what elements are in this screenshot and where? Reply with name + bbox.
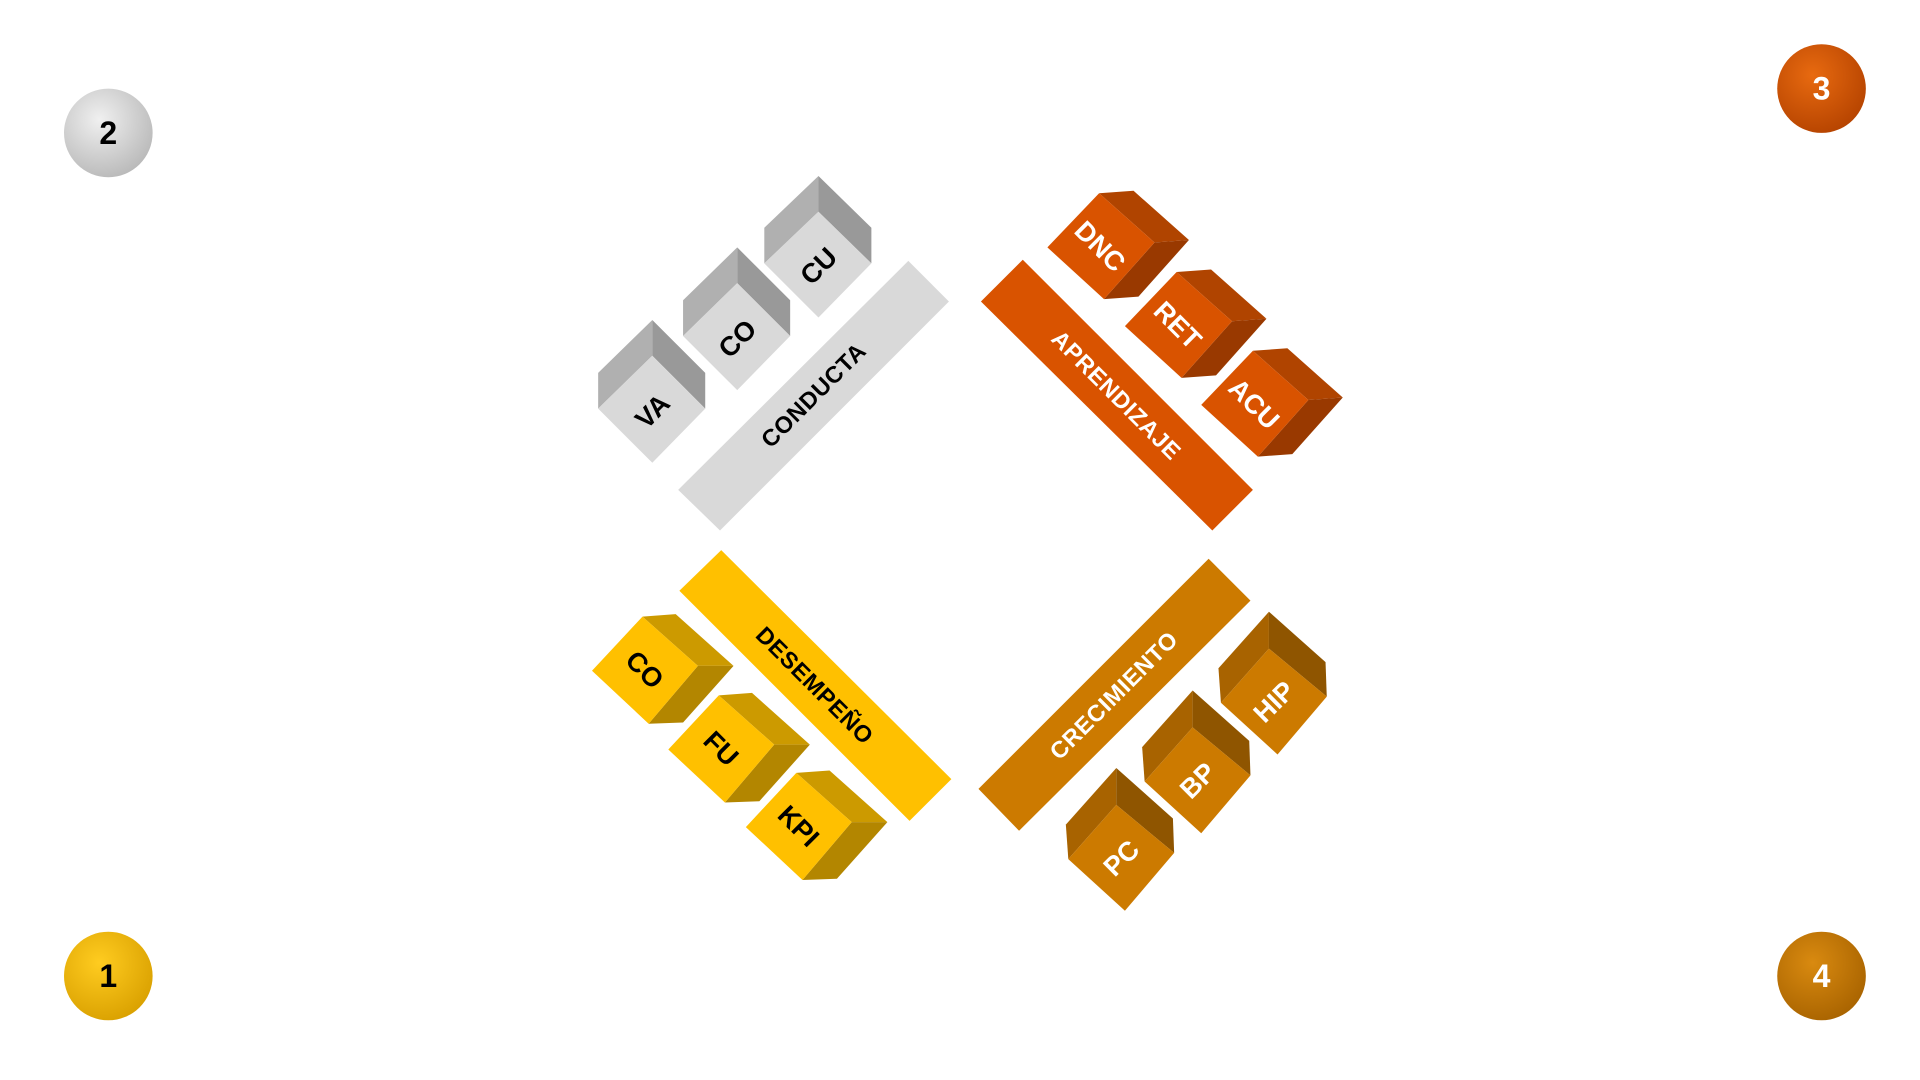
category-bar bbox=[980, 259, 1253, 531]
cube-cu: CU bbox=[764, 176, 872, 318]
cube-hip: HIP bbox=[1218, 611, 1327, 755]
cube-pc: PC bbox=[1065, 768, 1175, 911]
cube-bp: BP bbox=[1142, 690, 1251, 834]
badge-2: 2 bbox=[64, 88, 153, 178]
cube-co: CO bbox=[683, 247, 791, 391]
badge-number: 1 bbox=[99, 958, 117, 994]
cube-kpi: KPI bbox=[745, 770, 888, 880]
badge-3: 3 bbox=[1777, 44, 1866, 133]
badge-1: 1 bbox=[64, 931, 153, 1021]
category-bar bbox=[678, 260, 949, 531]
cube-va: VA bbox=[598, 320, 706, 463]
badge-4: 4 bbox=[1777, 931, 1866, 1021]
badge-number: 2 bbox=[99, 115, 117, 151]
cube-dnc: DNC bbox=[1047, 190, 1189, 300]
category-bar bbox=[978, 558, 1251, 831]
category-bar bbox=[679, 550, 952, 821]
quadrant-desempeno: DESEMPEÑO CO FU KPI bbox=[592, 550, 952, 880]
badge-number: 3 bbox=[1813, 71, 1831, 107]
quadrant-aprendizaje: APRENDIZAJE DNC RET ACU bbox=[980, 190, 1343, 531]
cube-fu: FU bbox=[668, 692, 810, 803]
cube-acu: ACU bbox=[1201, 348, 1343, 457]
cube-ret: RET bbox=[1124, 269, 1267, 378]
quadrant-conducta: CONDUCTA VA CO CU bbox=[598, 176, 949, 531]
quadrant-crecimiento: CRECIMIENTO HIP BP PC bbox=[978, 558, 1327, 911]
cube-co: CO bbox=[592, 614, 734, 724]
badge-number: 4 bbox=[1813, 958, 1831, 994]
